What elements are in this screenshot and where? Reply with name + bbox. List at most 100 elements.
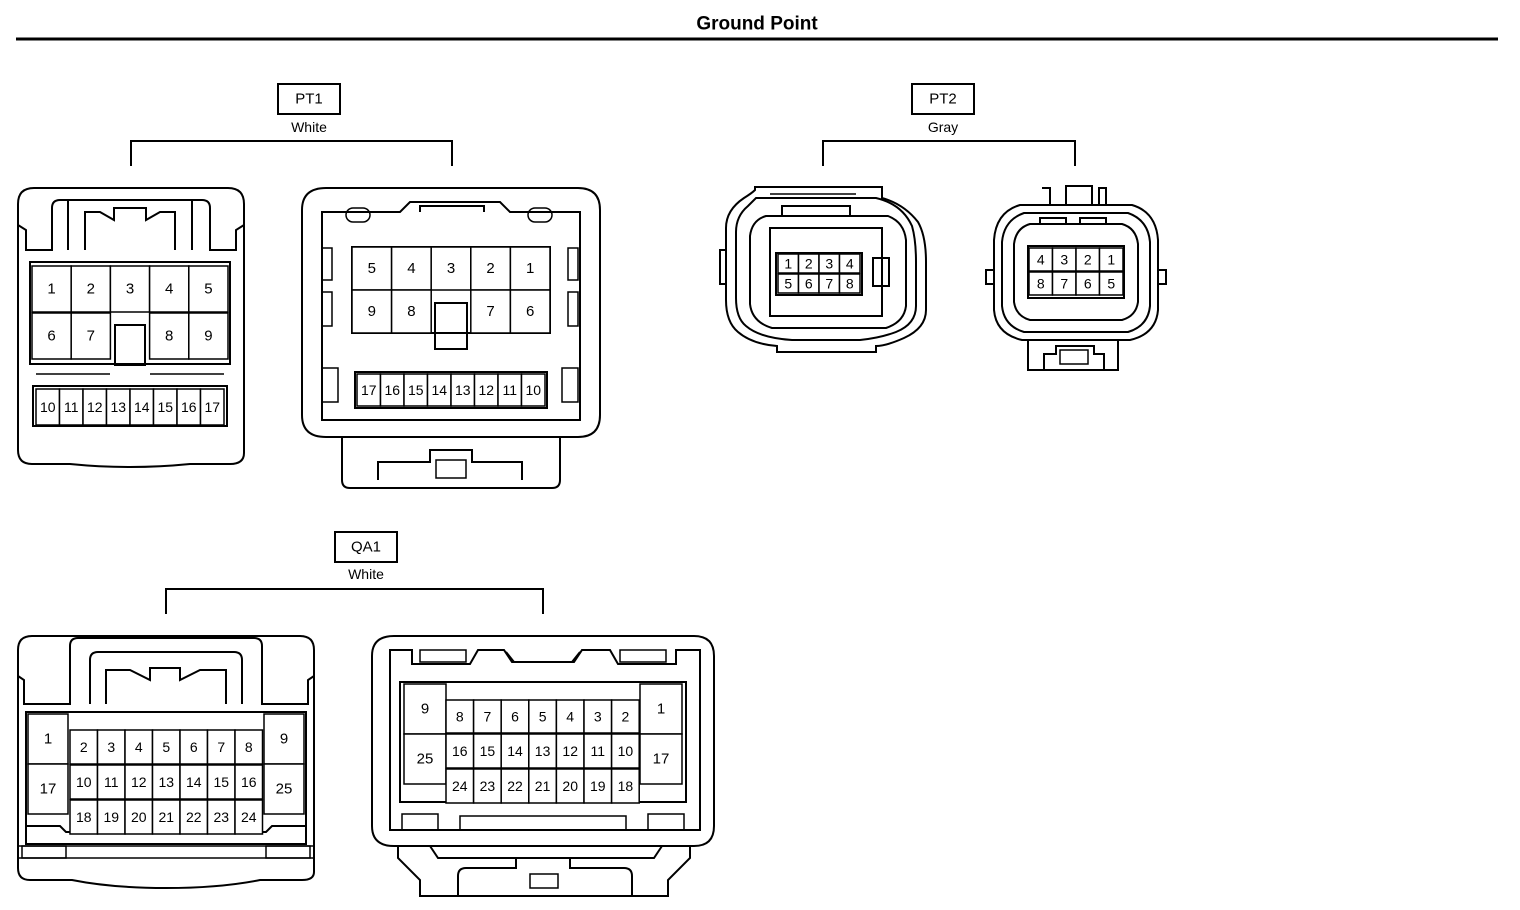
- pin-cell: [639, 733, 683, 785]
- pin-cell: [610, 768, 640, 804]
- pt1-code-box: [277, 83, 341, 115]
- pin-number: 2: [80, 739, 88, 755]
- pin-number: 23: [213, 809, 229, 825]
- pt1-right-key: [434, 302, 468, 350]
- pin-cell: [31, 312, 72, 360]
- pin-number: 7: [825, 276, 833, 292]
- pin-cell: [188, 265, 229, 313]
- pin-number: 18: [618, 778, 634, 794]
- pin-number: 23: [480, 778, 496, 794]
- pin-number: 10: [618, 743, 634, 759]
- pin-number: 14: [186, 774, 202, 790]
- pin-number: 10: [76, 774, 92, 790]
- pin-number: 24: [241, 809, 257, 825]
- pin-number: 15: [408, 382, 424, 398]
- pin-number: 8: [245, 739, 253, 755]
- pin-number: 13: [535, 743, 551, 759]
- page-title: Ground Point: [696, 14, 818, 35]
- pin-number: 3: [825, 256, 833, 272]
- pin-cell: [151, 764, 181, 800]
- pin-number: 14: [507, 743, 523, 759]
- pin-number: 13: [158, 774, 174, 790]
- pin-cell: [70, 312, 112, 360]
- qa1-code-box: [334, 531, 398, 563]
- pin-cell: [206, 729, 236, 765]
- pin-number: 9: [204, 328, 212, 345]
- pin-number: 4: [1037, 252, 1045, 268]
- pin-number: 15: [157, 399, 173, 415]
- pin-number: 2: [486, 260, 494, 277]
- pin-cell: [96, 799, 126, 835]
- pin-number: 4: [846, 256, 854, 272]
- pin-number: 12: [562, 743, 578, 759]
- pin-number: 5: [162, 739, 170, 755]
- pin-number: 15: [213, 774, 229, 790]
- pin-number: 7: [217, 739, 225, 755]
- pin-number: 7: [484, 709, 492, 725]
- pin-cell: [838, 253, 861, 274]
- pin-number: 20: [562, 778, 578, 794]
- qa1-bracket: [165, 588, 544, 614]
- pin-cell: [445, 733, 475, 769]
- pin-cell: [555, 699, 585, 734]
- pin-cell: [509, 246, 551, 291]
- pin-number: 6: [526, 303, 534, 320]
- pt2-left-latch: [872, 257, 890, 287]
- pin-number: 11: [104, 774, 119, 790]
- pin-number: 18: [76, 809, 92, 825]
- pin-number: 25: [417, 751, 434, 768]
- pin-cell: [188, 312, 229, 360]
- pin-number: 11: [64, 399, 79, 415]
- pin-number: 12: [87, 399, 103, 415]
- pin-cell: [520, 373, 546, 407]
- pin-number: 24: [452, 778, 468, 794]
- pin-cell: [96, 729, 126, 765]
- pin-cell: [148, 312, 190, 360]
- pin-number: 2: [87, 281, 95, 298]
- pin-cell: [124, 764, 154, 800]
- pin-number: 6: [190, 739, 198, 755]
- pin-cell: [124, 799, 154, 835]
- pin-cell: [124, 729, 154, 765]
- pin-number: 14: [431, 382, 447, 398]
- pin-cell: [1098, 271, 1124, 296]
- pin-number: 2: [622, 709, 630, 725]
- pin-number: 6: [1084, 276, 1092, 292]
- pin-cell: [109, 265, 151, 313]
- pin-cell: [351, 289, 393, 334]
- pin-number: 5: [204, 281, 212, 298]
- pin-cell: [199, 388, 225, 426]
- pin-cell: [179, 729, 209, 765]
- pin-cell: [390, 289, 432, 334]
- pin-number: 3: [107, 739, 115, 755]
- pin-number: 16: [384, 382, 400, 398]
- pin-number: 1: [526, 260, 534, 277]
- pt2-code: PT2: [929, 91, 957, 108]
- pin-number: 9: [368, 303, 376, 320]
- pin-number: 2: [805, 256, 813, 272]
- pin-cell: [528, 733, 558, 769]
- pt1-bracket: [130, 140, 453, 166]
- pin-number: 8: [407, 303, 415, 320]
- pin-number: 21: [158, 809, 174, 825]
- pin-number: 10: [525, 382, 541, 398]
- pin-number: 1: [47, 281, 55, 298]
- pin-cell: [430, 246, 472, 291]
- pin-number: 20: [131, 809, 147, 825]
- pin-number: 19: [590, 778, 606, 794]
- pin-number: 3: [594, 709, 602, 725]
- pt1-code: PT1: [295, 91, 323, 108]
- pin-number: 11: [502, 382, 517, 398]
- pin-number: 2: [1084, 252, 1092, 268]
- pin-cell: [583, 768, 613, 804]
- pin-number: 15: [480, 743, 496, 759]
- pin-number: 17: [361, 382, 377, 398]
- pin-number: 7: [87, 328, 95, 345]
- pin-cell: [509, 289, 551, 334]
- pin-cell: [528, 768, 558, 804]
